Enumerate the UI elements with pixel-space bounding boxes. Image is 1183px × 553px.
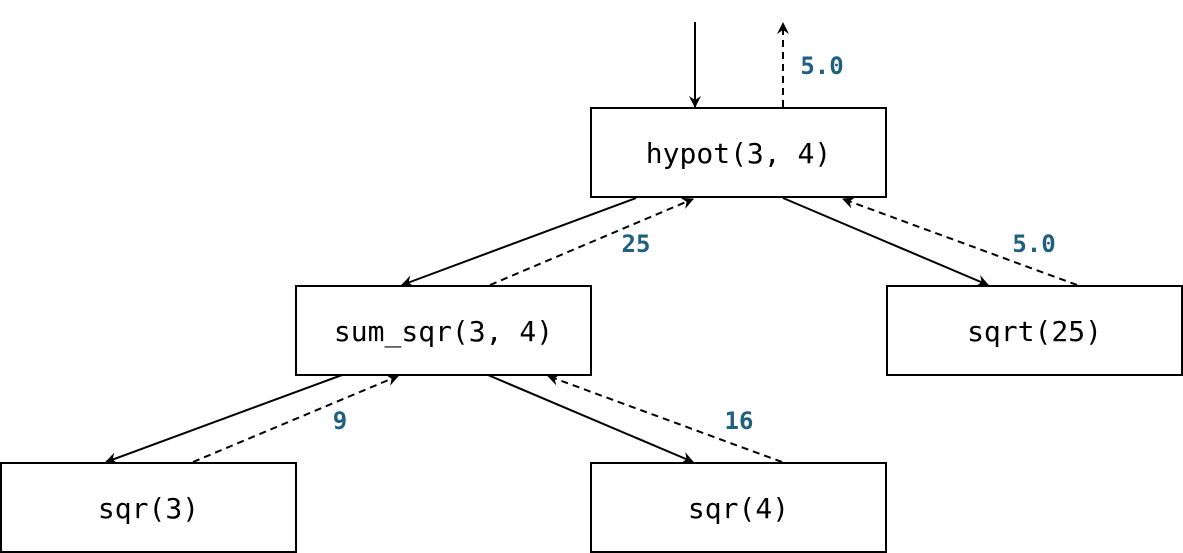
call-arrow-sum-sqr-to-sqr4 [487, 374, 694, 464]
node-hypot: hypot(3, 4) [590, 107, 887, 198]
call-arrow-hypot-to-sum-sqr [401, 197, 637, 287]
node-sqr4: sqr(4) [590, 462, 887, 553]
node-sum-sqr-label: sum_sqr(3, 4) [334, 315, 553, 349]
return-value-sqr4: 16 [725, 407, 754, 435]
call-arrow-sum-sqr-to-sqr3 [105, 374, 343, 464]
node-sum-sqr: sum_sqr(3, 4) [295, 285, 592, 376]
node-sqr4-label: sqr(4) [688, 492, 789, 525]
return-value-sum-sqr: 25 [622, 230, 651, 258]
node-sqrt: sqrt(25) [886, 285, 1183, 376]
node-hypot-label: hypot(3, 4) [646, 137, 831, 170]
return-arrow-sqr3-to-sum-sqr [192, 374, 399, 463]
return-value-sqrt: 5.0 [1012, 230, 1055, 258]
node-sqr3-label: sqr(3) [98, 492, 199, 525]
return-arrow-sqrt-to-hypot [842, 197, 1078, 286]
node-sqrt-label: sqrt(25) [967, 315, 1102, 348]
node-sqr3: sqr(3) [0, 462, 297, 553]
return-value-sqr3: 9 [333, 407, 347, 435]
return-arrow-sqr4-to-sum-sqr [547, 374, 783, 463]
return-arrow-sum-sqr-to-hypot [489, 197, 694, 286]
call-arrow-hypot-to-sqrt [782, 197, 989, 287]
return-value-hypot: 5.0 [800, 52, 843, 80]
